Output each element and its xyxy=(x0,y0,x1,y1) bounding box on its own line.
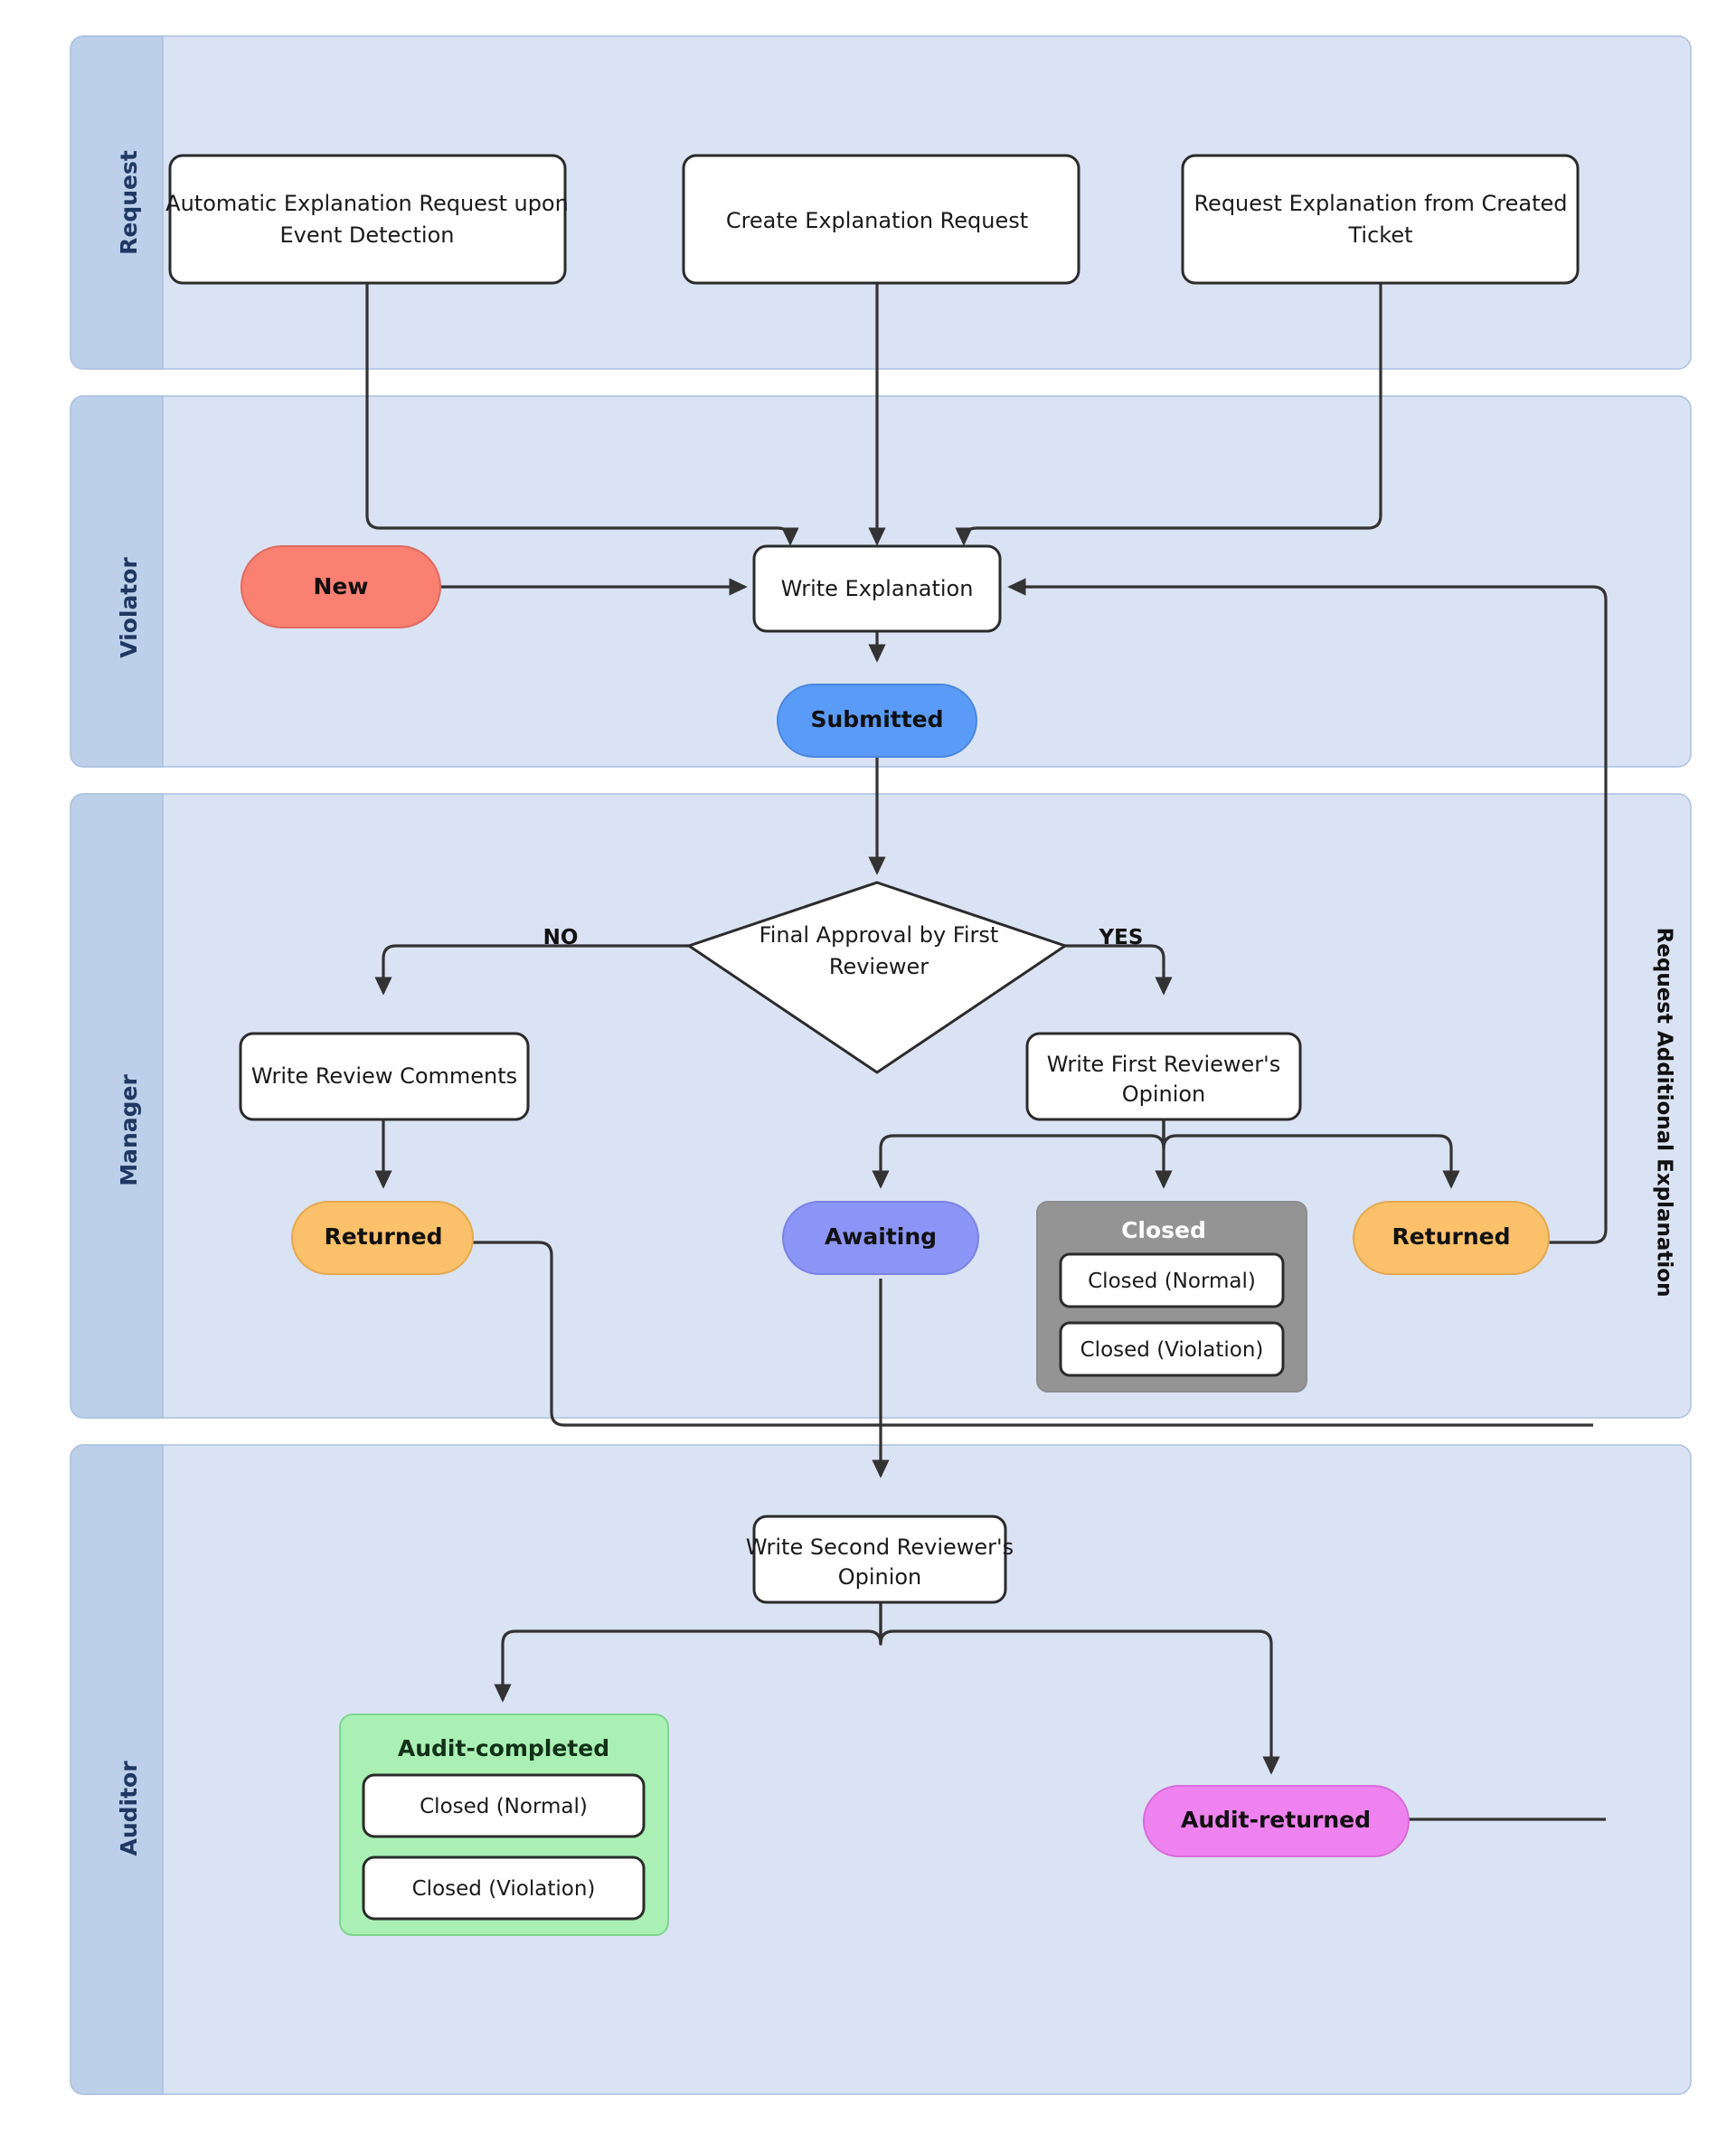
node-state-audit-returned[interactable]: Audit-returned xyxy=(1143,1785,1410,1857)
node-write-first-reviewers-opinion[interactable]: Write First Reviewer's Opinion xyxy=(1025,1032,1302,1121)
node-label-line1: Create Explanation Request xyxy=(726,208,1028,233)
group-closed: Closed Closed (Normal) Closed (Violation… xyxy=(1036,1201,1307,1393)
node-label: Audit-returned xyxy=(1181,1807,1371,1833)
node-label-line1: Write Second Reviewer's xyxy=(746,1534,1014,1560)
edge-label-yes: YES xyxy=(1099,926,1144,949)
edge-first-opinion-to-returned-right xyxy=(1162,1119,1460,1189)
node-label-line2: Opinion xyxy=(838,1564,922,1590)
edges: NO YES Request Additional Explanation xyxy=(365,283,1676,1821)
node-label: Awaiting xyxy=(825,1223,937,1250)
node-audit-closed-violation[interactable]: Closed (Violation) xyxy=(362,1855,646,1921)
node-label: Closed (Normal) xyxy=(420,1795,588,1818)
edge-returned-right-to-write-explanation xyxy=(1007,578,1608,1244)
node-state-returned-left[interactable]: Returned xyxy=(291,1201,474,1275)
lane-label-manager: Manager xyxy=(116,1074,142,1186)
edge-yes-to-write-first-opinion xyxy=(1065,944,1173,996)
node-label: Returned xyxy=(1392,1223,1511,1250)
node-label: Submitted xyxy=(810,706,943,732)
lane-label-auditor: Auditor xyxy=(116,1761,142,1856)
node-label: Closed (Normal) xyxy=(1088,1270,1256,1293)
node-write-review-comments[interactable]: Write Review Comments xyxy=(239,1032,530,1121)
lane-label-violator: Violator xyxy=(116,557,142,658)
node-audit-closed-normal[interactable]: Closed (Normal) xyxy=(362,1773,646,1838)
edge-label-request-additional-explanation: Request Additional Explanation xyxy=(1653,928,1676,1298)
node-label-line2: Event Detection xyxy=(280,222,455,248)
edge-label-no: NO xyxy=(543,926,579,949)
node-state-returned-right[interactable]: Returned xyxy=(1353,1201,1550,1275)
node-label-line1: Request Explanation from Created xyxy=(1194,191,1567,216)
group-audit-completed: Audit-completed Closed (Normal) Closed (… xyxy=(339,1714,669,1936)
group-title-closed: Closed xyxy=(1121,1217,1206,1243)
node-closed-normal[interactable]: Closed (Normal) xyxy=(1059,1252,1285,1308)
node-label: Write Explanation xyxy=(781,576,974,601)
node-state-new[interactable]: New xyxy=(241,545,441,628)
node-label: Closed (Violation) xyxy=(1080,1338,1264,1362)
edge-no-to-write-review-comments xyxy=(374,944,689,996)
node-label-line1: Final Approval by First xyxy=(760,922,999,948)
edge-auto-request-to-write-explanation xyxy=(365,283,799,546)
node-label-line1: Automatic Explanation Request upon xyxy=(165,191,569,216)
edge-ticket-request-to-write-explanation xyxy=(955,283,1382,546)
node-label-line1: Write First Reviewer's xyxy=(1047,1052,1281,1077)
node-write-second-reviewers-opinion[interactable]: Write Second Reviewer's Opinion xyxy=(746,1515,1014,1604)
node-closed-violation[interactable]: Closed (Violation) xyxy=(1059,1321,1285,1377)
node-label-line2: Opinion xyxy=(1122,1081,1206,1107)
node-state-submitted[interactable]: Submitted xyxy=(777,684,977,758)
node-label: Returned xyxy=(325,1223,443,1250)
node-state-awaiting[interactable]: Awaiting xyxy=(782,1201,979,1275)
lane-label-request: Request xyxy=(116,150,142,255)
edge-returned-left-to-write-second-opinion xyxy=(473,1241,1593,1427)
node-automatic-explanation-request[interactable]: Automatic Explanation Request upon Event… xyxy=(165,154,569,285)
edge-second-opinion-to-audit-returned xyxy=(879,1602,1280,1775)
node-request-explanation-from-created-ticket[interactable]: Request Explanation from Created Ticket xyxy=(1181,154,1580,285)
node-label: Write Review Comments xyxy=(251,1063,517,1089)
node-label: New xyxy=(314,573,369,600)
node-label: Closed (Violation) xyxy=(412,1877,596,1901)
group-title-audit-completed: Audit-completed xyxy=(398,1735,609,1761)
node-create-explanation-request[interactable]: Create Explanation Request xyxy=(682,154,1080,285)
node-label-line2: Ticket xyxy=(1347,222,1412,248)
node-label-line2: Reviewer xyxy=(829,954,929,979)
node-decision-final-approval[interactable]: Final Approval by First Reviewer xyxy=(685,881,1069,1074)
node-write-explanation[interactable]: Write Explanation xyxy=(752,544,1002,633)
